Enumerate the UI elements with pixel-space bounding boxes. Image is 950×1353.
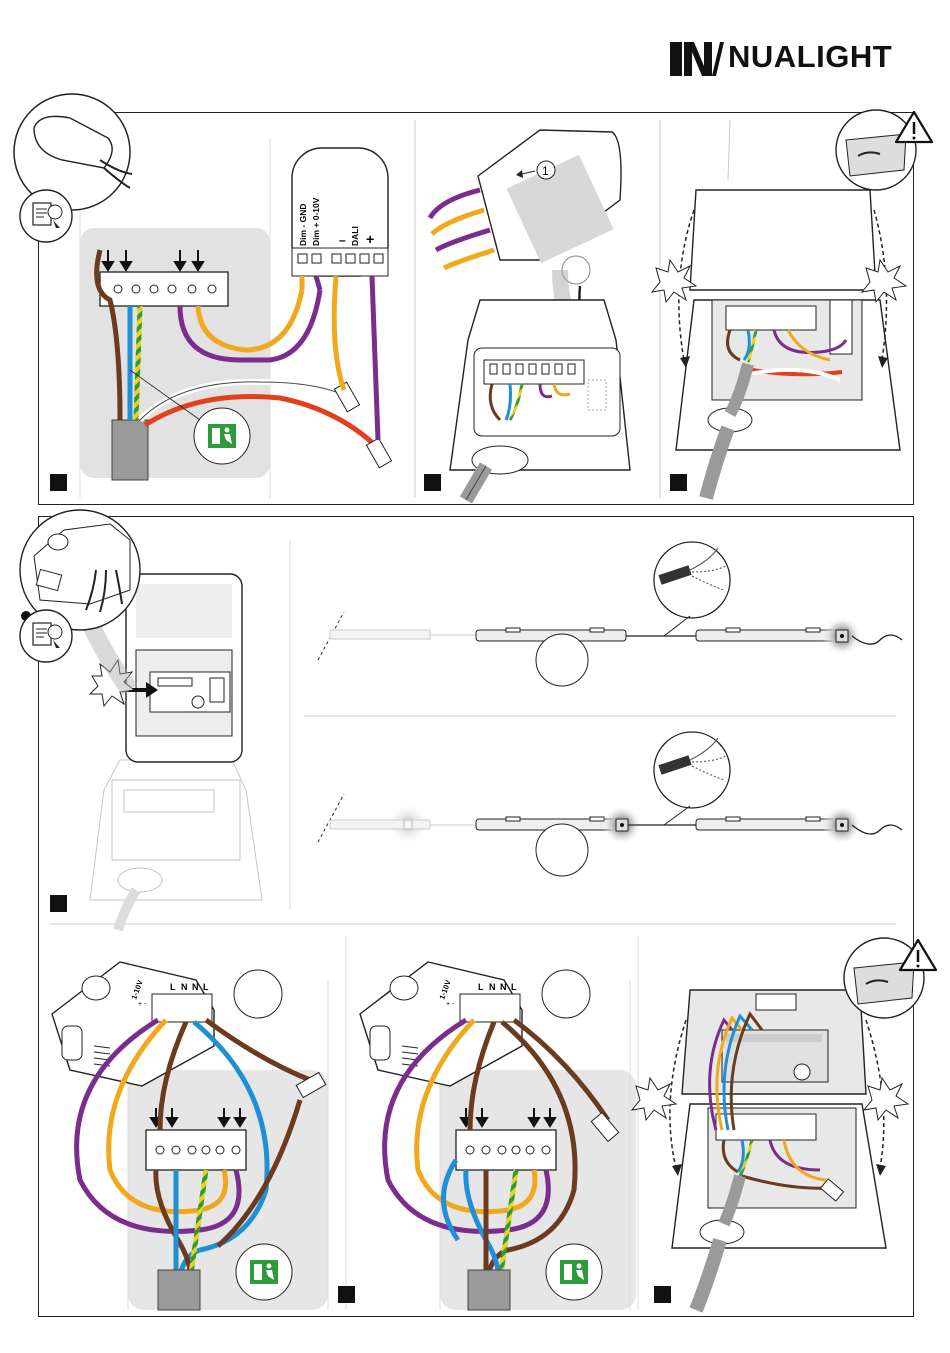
emergency-exit-icon	[194, 408, 250, 464]
callout-1: 1	[542, 164, 549, 178]
sensor-label-l1: L	[478, 982, 484, 992]
sensor-label-n2: N	[192, 982, 199, 992]
step-marker-4	[50, 895, 67, 912]
sensor-label-l2: L	[511, 982, 517, 992]
sensor-label-l1: L	[170, 982, 176, 992]
sensor-label-n2: N	[500, 982, 507, 992]
driver-label-dim-plus: Dim + 0-10V	[311, 197, 321, 246]
panel-7-close-box-with-sensor	[632, 938, 936, 1310]
panel-1-driver-wiring: Dim - GND Dim + 0-10V – DALI +	[14, 94, 392, 498]
emergency-exit-icon	[236, 1244, 292, 1300]
web-manual-icon	[20, 610, 72, 662]
step-marker-7	[654, 1286, 671, 1303]
step-marker-1	[50, 474, 67, 491]
driver-label-minus: –	[339, 233, 346, 247]
driver-label-dim-minus: Dim - GND	[298, 204, 308, 247]
panel-6-sensor-wiring-b: 1-10V + - L N N L	[360, 960, 636, 1310]
driver-label-dali: DALI	[350, 226, 360, 246]
sensor-label-n1: N	[489, 982, 496, 992]
panel-4-sensor-and-linking	[20, 510, 902, 930]
emergency-exit-icon	[546, 1244, 602, 1300]
sensor-label-polarity: + -	[138, 1001, 147, 1008]
panel-3-close-box	[652, 110, 932, 498]
sensor-label-l2: L	[203, 982, 209, 992]
panel-5-sensor-wiring-a: 1-10V + - L N N L	[52, 960, 328, 1310]
step-marker-2	[424, 474, 441, 491]
sensor-label-polarity: + -	[446, 1001, 455, 1008]
panel-2-insert-driver: 1	[430, 130, 630, 500]
step-marker-3	[670, 474, 687, 491]
driver-label-plus: +	[366, 231, 374, 247]
sensor-label-n1: N	[181, 982, 188, 992]
web-manual-icon	[20, 190, 72, 242]
step-marker-6	[338, 1286, 355, 1303]
